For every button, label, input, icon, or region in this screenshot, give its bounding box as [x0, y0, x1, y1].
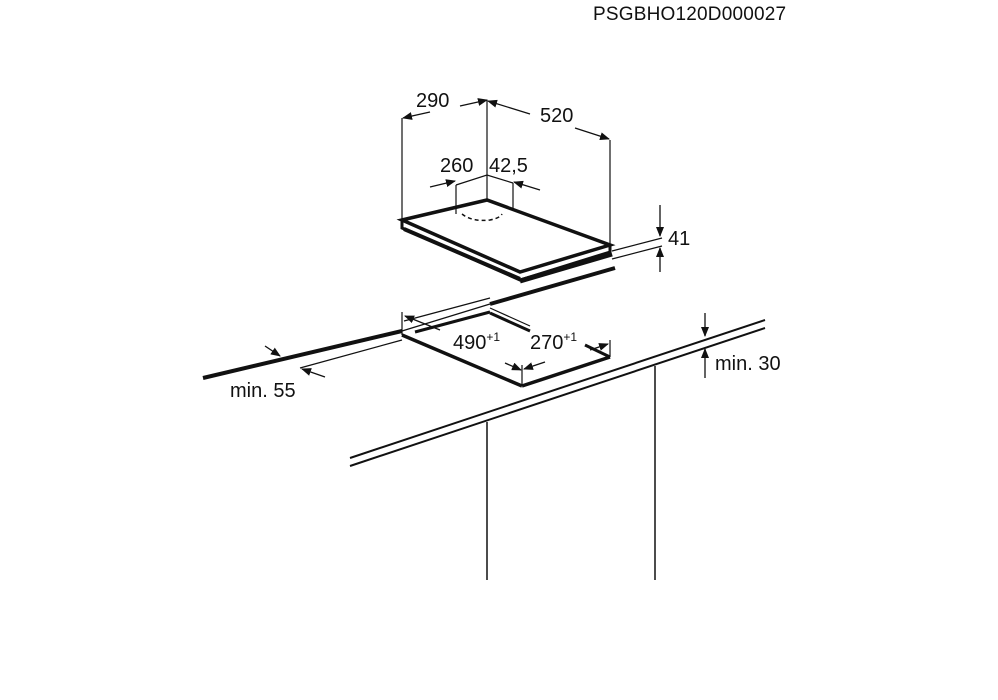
min-back-distance-label: min. 55 [230, 380, 296, 402]
cutout-depth-label: 270+1 [530, 330, 578, 354]
cutout-depth-value: 270 [530, 332, 564, 354]
cutout-width-value: 490 [453, 332, 487, 354]
cutout-depth-tolerance: +1 [563, 330, 578, 344]
cutout [299, 307, 611, 388]
burner-offset-width-label: 42,5 [489, 155, 528, 177]
hob-depth-label: 290 [416, 90, 450, 112]
hob [396, 198, 616, 284]
countertop [202, 266, 766, 580]
min-front-distance-label: min. 30 [715, 353, 781, 375]
product-code: PSGBHO120D000027 [593, 4, 787, 25]
hob-height-label: 41 [668, 228, 691, 250]
burner-offset-depth-label: 260 [440, 155, 474, 177]
cutout-width-tolerance: +1 [486, 330, 501, 344]
hob-width-label: 520 [540, 105, 574, 127]
cutout-width-label: 490+1 [453, 330, 501, 354]
